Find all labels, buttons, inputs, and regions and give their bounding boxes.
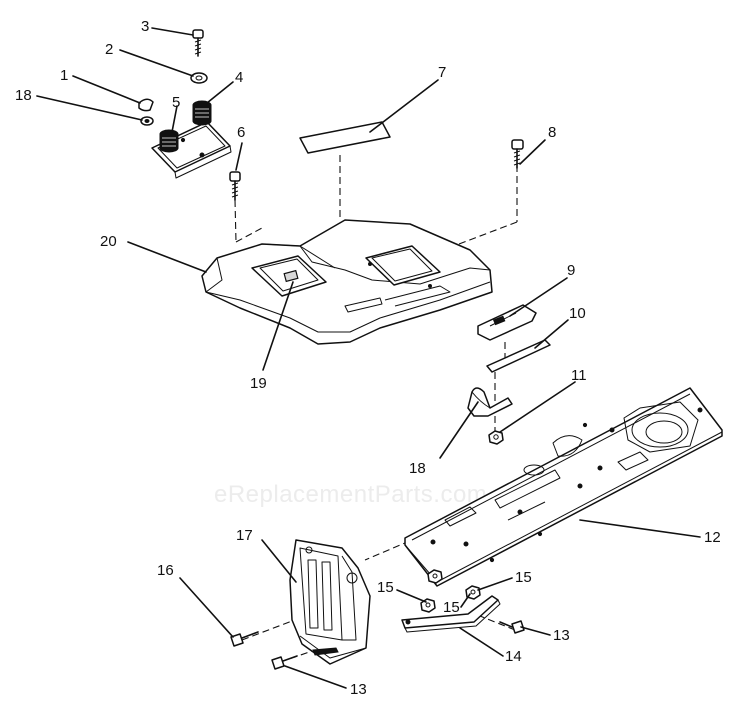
body-panel-20 [201, 219, 493, 345]
bracket-14 [401, 595, 501, 633]
callout-15-mid: 15 [443, 599, 460, 616]
callout-19: 19 [250, 375, 267, 392]
decal-7 [299, 121, 391, 154]
nut-15b [420, 598, 436, 613]
callout-13-bottom: 13 [350, 681, 367, 698]
callout-4: 4 [235, 69, 243, 86]
callout-11: 11 [571, 367, 587, 384]
callout-18: 18 [409, 460, 426, 477]
bolt-13a [271, 655, 298, 670]
bolt-3 [192, 29, 204, 57]
callout-6: 6 [237, 124, 245, 141]
callout-15-left: 15 [377, 579, 394, 596]
callout-20: 20 [100, 233, 117, 250]
callout-9: 9 [567, 262, 575, 279]
callout-2: 2 [105, 41, 113, 58]
latch-9 [477, 304, 537, 341]
washer-2 [190, 72, 208, 84]
callout-21: 18 [15, 87, 32, 104]
callout-17: 17 [236, 527, 253, 544]
nut-15a [427, 569, 443, 584]
bolt-16 [230, 631, 259, 647]
callout-16: 16 [157, 562, 174, 579]
mount-plate-17 [289, 539, 371, 665]
bumper-5 [159, 129, 179, 153]
callout-12: 12 [704, 529, 721, 546]
callouts: 3 2 1 18 5 4 6 7 8 9 10 11 12 13 13 14 1… [15, 18, 721, 698]
plug-1 [138, 98, 154, 112]
callout-7: 7 [438, 64, 446, 81]
bumper-4 [192, 100, 212, 126]
bolt-6 [229, 171, 241, 201]
bolt-8 [511, 139, 524, 169]
callout-14: 14 [505, 648, 522, 665]
frame-12 [404, 387, 723, 587]
bracket-10 [486, 339, 551, 373]
watermark-text: eReplacementParts.com [214, 481, 487, 508]
callout-3: 3 [141, 18, 149, 35]
bolt-13b [499, 620, 525, 634]
callout-5: 5 [172, 94, 180, 111]
cover-plate-5 [151, 121, 232, 179]
leader-lines [36, 27, 701, 689]
nut-11 [488, 430, 504, 445]
washer-21 [140, 116, 154, 126]
callout-1: 1 [60, 67, 68, 84]
callout-8: 8 [548, 124, 556, 141]
callout-13-right: 13 [553, 627, 570, 644]
clip-18 [467, 387, 513, 417]
callout-15-right: 15 [515, 569, 532, 586]
callout-10: 10 [569, 305, 586, 322]
